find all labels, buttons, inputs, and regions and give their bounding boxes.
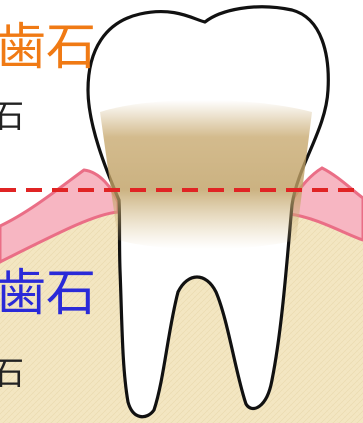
- tartar-deposit: [100, 100, 312, 249]
- lower-title-label: 歯石: [0, 268, 96, 318]
- upper-sub-label: 石: [0, 100, 24, 132]
- upper-title-label: 歯石: [0, 22, 96, 72]
- lower-sub-label: 石: [0, 357, 24, 389]
